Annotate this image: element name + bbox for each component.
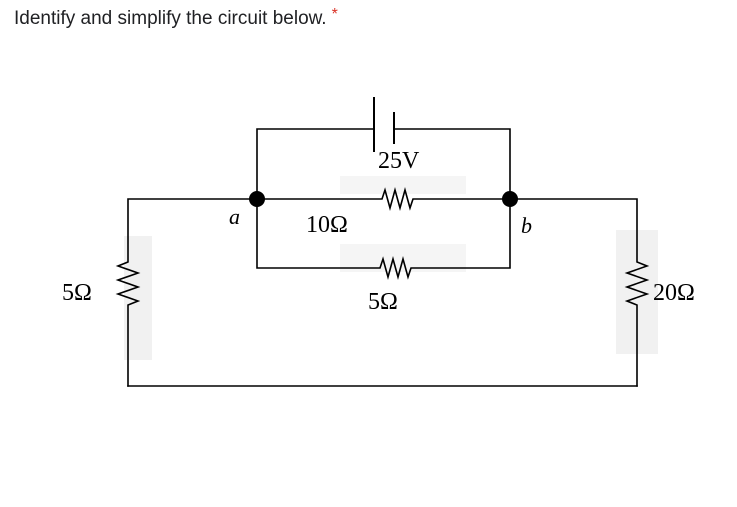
- node-b-dot: [502, 191, 518, 207]
- required-asterisk: *: [331, 6, 338, 23]
- resistor-10ohm-label: 10Ω: [306, 212, 348, 238]
- resistor-mid-5ohm-label: 5Ω: [368, 289, 398, 315]
- scan-artifact-top: [340, 176, 466, 194]
- outer-left-wire: [115, 198, 258, 387]
- resistor-top-branch-wire: [256, 187, 511, 211]
- question-title: Identify and simplify the circuit below.: [14, 8, 327, 29]
- battery-branch-wire: [256, 128, 511, 200]
- node-a-dot: [249, 191, 265, 207]
- source-label: 25V: [378, 148, 420, 174]
- node-b-label: b: [521, 213, 532, 238]
- resistor-5ohm-branch-wire: [256, 198, 511, 280]
- outer-right-wire: [509, 198, 650, 387]
- resistor-right-20ohm-label: 20Ω: [653, 280, 695, 306]
- question-header: Identify and simplify the circuit below.…: [14, 6, 338, 30]
- resistor-left-5ohm-label: 5Ω: [62, 280, 92, 306]
- node-a-label: a: [229, 204, 240, 229]
